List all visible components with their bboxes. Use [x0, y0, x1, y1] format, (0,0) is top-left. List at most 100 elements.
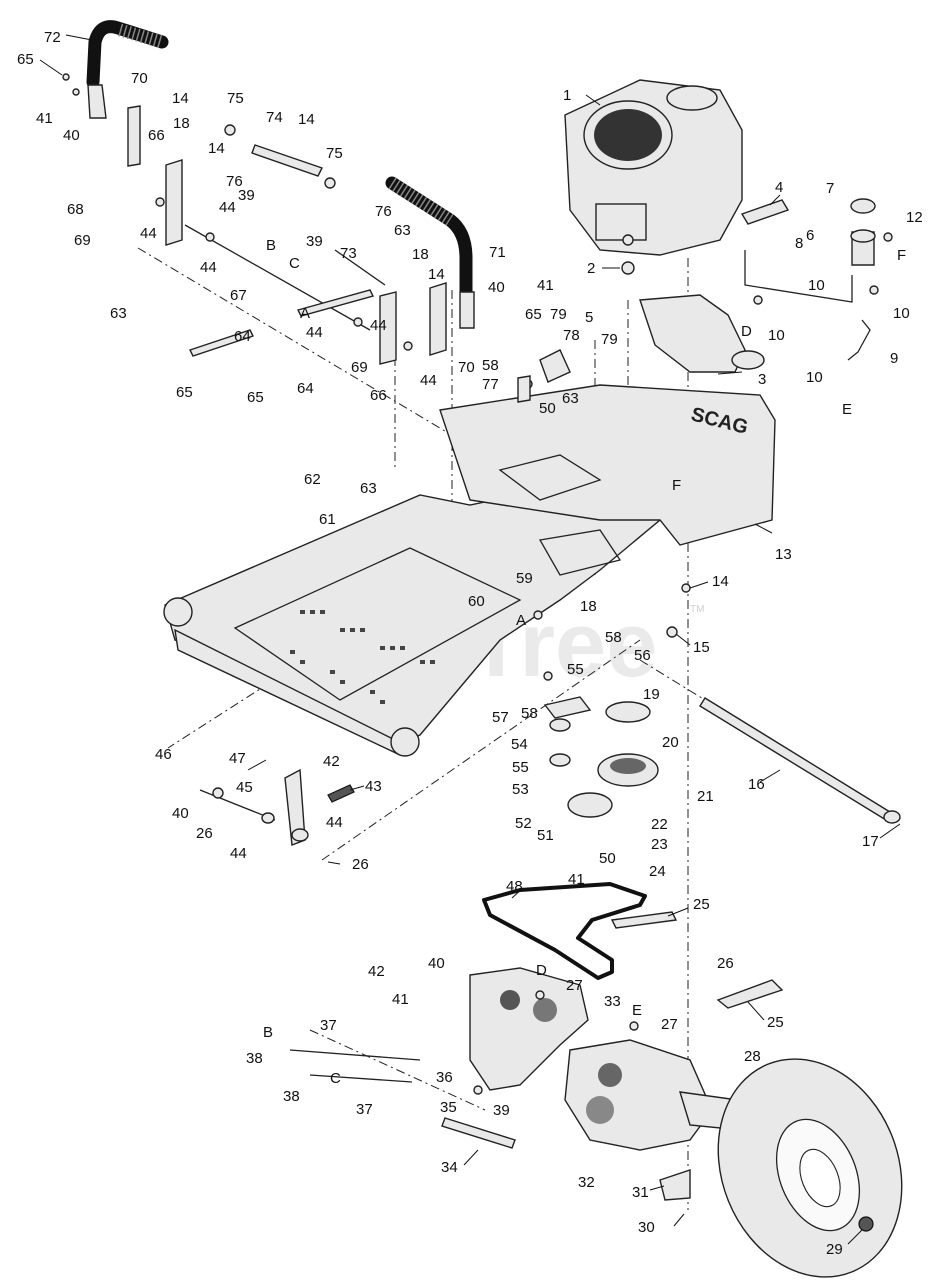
floor-mesh [290, 610, 435, 704]
connection-letter-b: B [263, 1024, 273, 1041]
callout-75: 75 [227, 90, 244, 107]
callout-57: 57 [492, 709, 509, 726]
callout-6: 6 [806, 227, 814, 244]
left-transaxle [469, 967, 589, 1091]
callout-40: 40 [428, 955, 445, 972]
callout-66: 66 [148, 127, 165, 144]
cross-rod [699, 697, 901, 824]
callout-10: 10 [768, 327, 785, 344]
callout-59: 59 [516, 570, 533, 587]
callout-58: 58 [482, 357, 499, 374]
callout-14: 14 [208, 140, 225, 157]
callout-41: 41 [36, 110, 53, 127]
callout-14: 14 [428, 266, 445, 283]
connection-letter-f: F [672, 477, 681, 494]
callout-30: 30 [638, 1219, 655, 1236]
callout-26: 26 [717, 955, 734, 972]
connection-letter-d: D [741, 323, 752, 340]
control-mounts [127, 105, 447, 365]
callout-39: 39 [238, 187, 255, 204]
drive-pulley-stack [543, 696, 659, 818]
callout-numbers: 1 2 3 4 5 6 7 8 9 10 10 10 10 12 13 14 1… [17, 29, 923, 1258]
callout-51: 51 [537, 827, 554, 844]
callout-43: 43 [365, 778, 382, 795]
callout-31: 31 [632, 1184, 649, 1201]
connection-letter-b: B [266, 237, 276, 254]
callout-47: 47 [229, 750, 246, 767]
callout-23: 23 [651, 836, 668, 853]
callout-29: 29 [826, 1241, 843, 1258]
callout-64: 64 [297, 380, 314, 397]
callout-32: 32 [578, 1174, 595, 1191]
callout-22: 22 [651, 816, 668, 833]
callout-25: 25 [767, 1014, 784, 1031]
callout-55: 55 [567, 661, 584, 678]
callout-18: 18 [412, 246, 429, 263]
callout-40: 40 [63, 127, 80, 144]
callout-10: 10 [893, 305, 910, 322]
callout-38: 38 [283, 1088, 300, 1105]
drive-belt [482, 882, 647, 980]
connection-letter-e: E [842, 401, 852, 418]
callout-53: 53 [512, 781, 529, 798]
callout-74: 74 [266, 109, 283, 126]
callout-4: 4 [775, 179, 783, 196]
drive-rods [289, 911, 784, 1201]
callout-65: 65 [525, 306, 542, 323]
right-transaxle [564, 1039, 741, 1151]
callout-44: 44 [140, 225, 157, 242]
brake-parts [199, 768, 355, 846]
callout-38: 38 [246, 1050, 263, 1067]
callout-77: 77 [482, 376, 499, 393]
callout-71: 71 [489, 244, 506, 261]
callout-73: 73 [340, 245, 357, 262]
callout-39: 39 [306, 233, 323, 250]
callout-41: 41 [537, 277, 554, 294]
callout-2: 2 [587, 260, 595, 277]
connection-letter-c: C [289, 255, 300, 272]
callout-3: 3 [758, 371, 766, 388]
callout-14: 14 [712, 573, 729, 590]
callout-67: 67 [230, 287, 247, 304]
callout-79: 79 [550, 306, 567, 323]
callout-7: 7 [826, 180, 834, 197]
callout-20: 20 [662, 734, 679, 751]
callout-75: 75 [326, 145, 343, 162]
connection-letter-c: C [330, 1070, 341, 1087]
callout-48: 48 [506, 878, 523, 895]
connection-letters: A A B B C C D D E E F F [263, 237, 906, 1087]
callout-21: 21 [697, 788, 714, 805]
callout-13: 13 [775, 546, 792, 563]
callout-76: 76 [226, 173, 243, 190]
callout-45: 45 [236, 779, 253, 796]
callout-14: 14 [172, 90, 189, 107]
callout-65: 65 [247, 389, 264, 406]
callout-66: 66 [370, 387, 387, 404]
callout-78: 78 [563, 327, 580, 344]
callout-19: 19 [643, 686, 660, 703]
main-frame: SCAG [163, 384, 776, 757]
callout-27: 27 [661, 1016, 678, 1033]
callout-35: 35 [440, 1099, 457, 1116]
leader-lines [39, 34, 901, 1245]
callout-9: 9 [890, 350, 898, 367]
callout-79: 79 [601, 331, 618, 348]
callout-37: 37 [320, 1017, 337, 1034]
callout-15: 15 [693, 639, 710, 656]
callout-54: 54 [511, 736, 528, 753]
callout-58: 58 [521, 705, 538, 722]
callout-68: 68 [67, 201, 84, 218]
callout-42: 42 [368, 963, 385, 980]
callout-10: 10 [808, 277, 825, 294]
callout-44: 44 [420, 372, 437, 389]
callout-44: 44 [200, 259, 217, 276]
left-steering-lever [86, 20, 169, 119]
callout-63: 63 [110, 305, 127, 322]
callout-56: 56 [634, 647, 651, 664]
callout-41: 41 [392, 991, 409, 1008]
callout-63: 63 [394, 222, 411, 239]
callout-58: 58 [605, 629, 622, 646]
right-steering-lever [385, 176, 475, 329]
callout-27: 27 [566, 977, 583, 994]
callout-14: 14 [298, 111, 315, 128]
